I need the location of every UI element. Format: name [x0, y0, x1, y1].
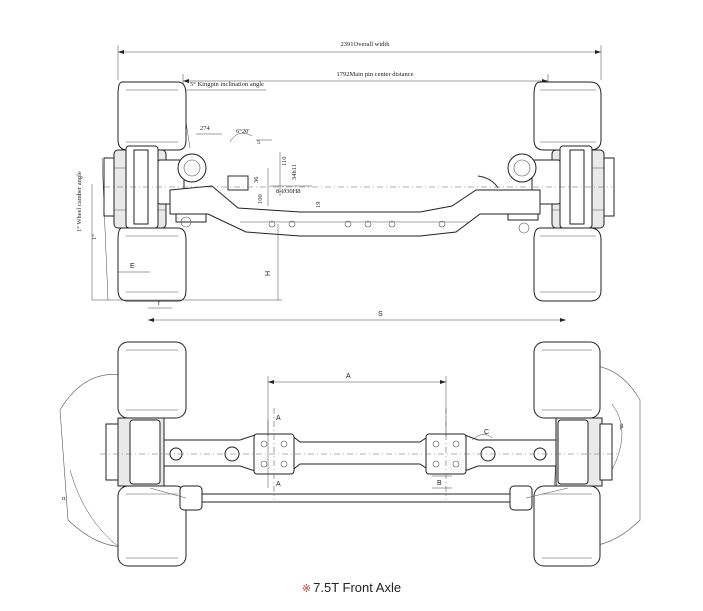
- dim-hole: 8-Ø30H8: [276, 188, 301, 195]
- top-view: α β: [59, 341, 641, 567]
- dim-E: E: [130, 263, 135, 270]
- front-detail-dimensions: 274 6°20' 5 110 36 100 34h11 8-Ø30H8 19: [196, 125, 322, 208]
- overall-width-label: 2391Overall width: [341, 41, 391, 48]
- dim-C: C: [484, 429, 489, 436]
- dim-274: 274: [200, 125, 211, 132]
- dim-S: S: [378, 311, 383, 318]
- dim-r: r: [158, 300, 161, 307]
- caption-title: 7.5T Front Axle: [313, 580, 402, 595]
- axle-beam-front: [169, 175, 541, 237]
- dim-A-left1: A: [276, 415, 281, 422]
- dim-A-top: A: [346, 373, 351, 380]
- dim-angle: 6°20': [236, 128, 250, 135]
- dim-34h11: 34h11: [291, 164, 298, 180]
- dim-vertical: 1°: [91, 234, 98, 240]
- dim-A-left2: A: [276, 481, 281, 488]
- dim-beta: β: [620, 423, 624, 430]
- dim-H: H: [265, 271, 272, 276]
- dim-B: B: [437, 480, 442, 487]
- dim-19: 19: [315, 202, 322, 209]
- pin-center-distance-label: 1792Main pin center distance: [336, 71, 413, 78]
- camber-angle-label: 1° Wheel camber angle: [76, 171, 83, 232]
- dim-100: 100: [257, 194, 264, 204]
- front-view: 2391Overall width 1792Main pin center di…: [76, 41, 615, 322]
- dim-110: 110: [281, 156, 288, 166]
- kingpin-angle-label: 5° Kingpin inclination angle: [190, 81, 264, 88]
- figure-caption: ※7.5T Front Axle: [0, 580, 703, 595]
- dim-alpha: α: [62, 495, 66, 502]
- dim-36: 36: [253, 176, 260, 183]
- caption-mark: ※: [301, 583, 312, 595]
- dim-5: 5: [257, 139, 260, 146]
